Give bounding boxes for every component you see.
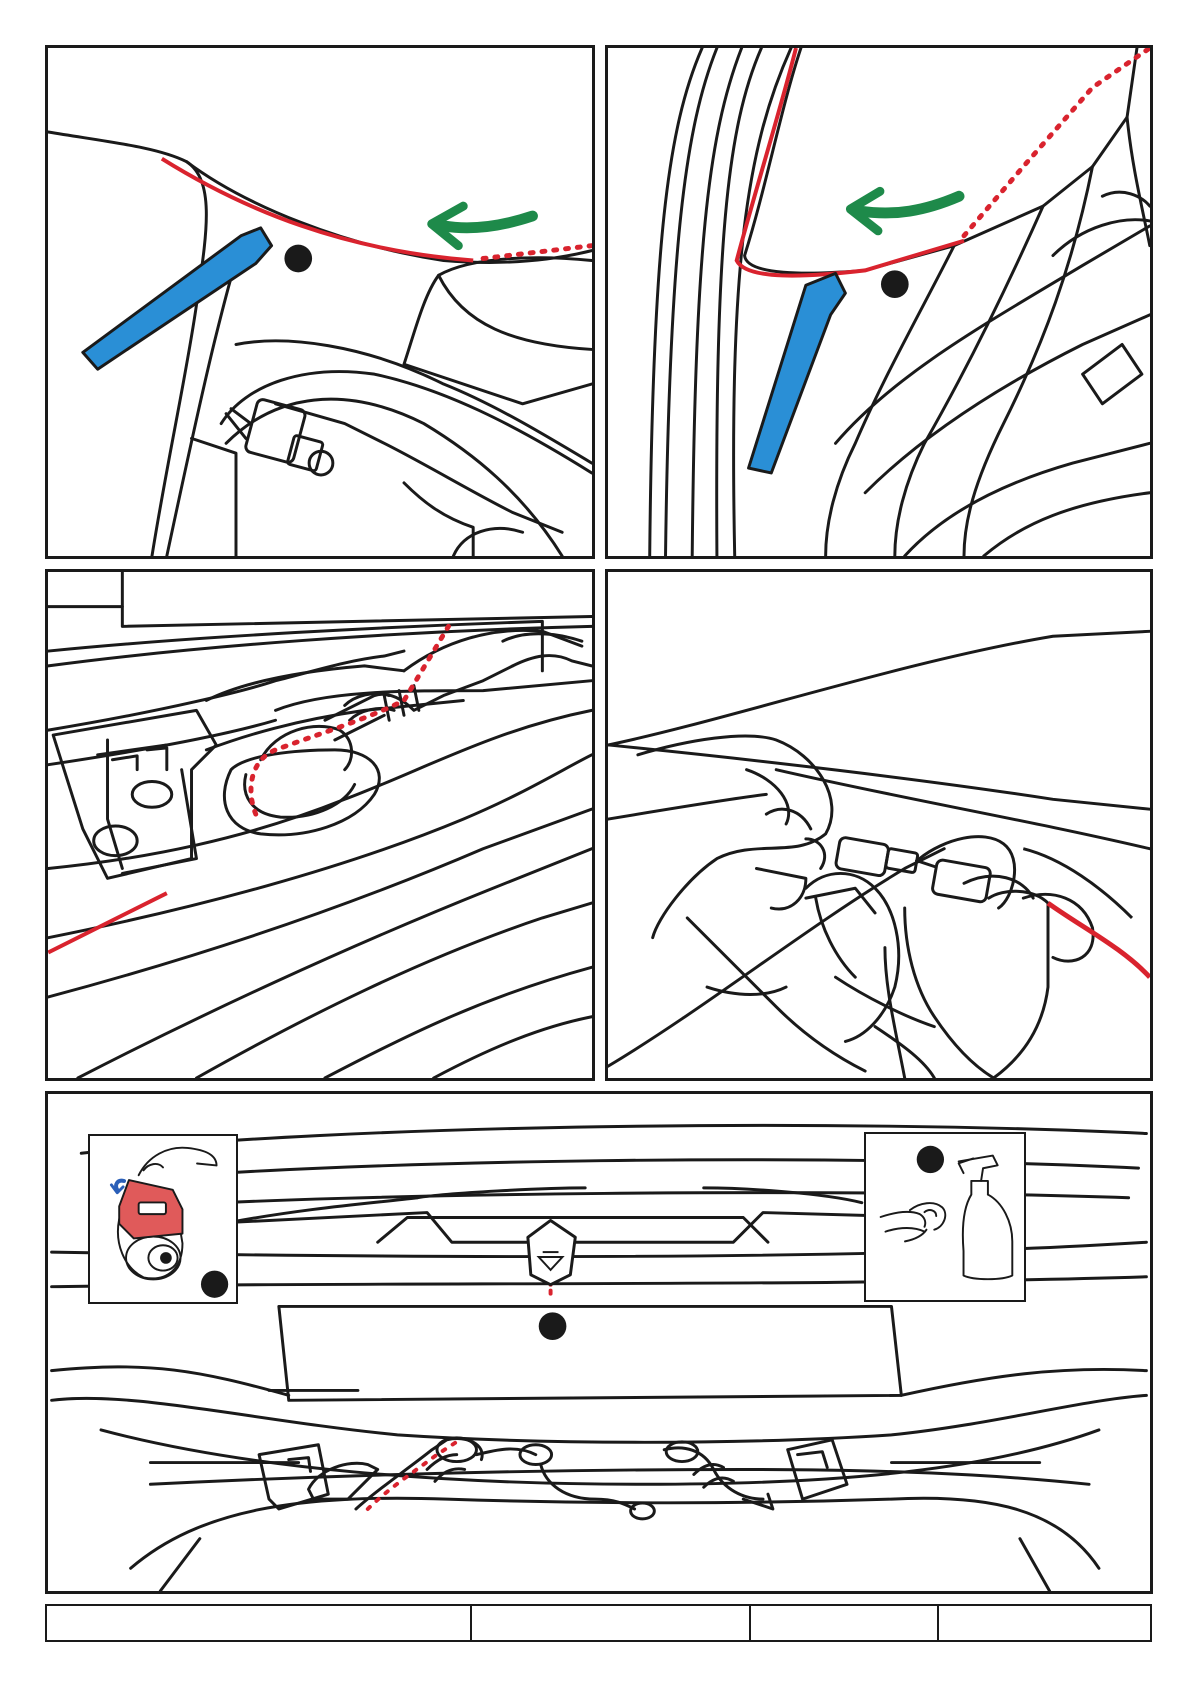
panel-pillar-trim: [605, 45, 1153, 559]
cleaning-spray-inset: [864, 1132, 1026, 1302]
footer-cell: [472, 1606, 751, 1640]
step-marker-dot: [201, 1271, 228, 1298]
panel-mount-camera: [45, 1091, 1153, 1594]
camera-tape-inset: [88, 1134, 238, 1304]
hinge-grommet-illustration: [48, 572, 592, 1078]
connect-plug-illustration: [608, 572, 1150, 1078]
step-marker-dot: [284, 245, 312, 273]
footer-cell: [751, 1606, 938, 1640]
cleaning-spray-drawing: [866, 1134, 1024, 1300]
panel-connect-plug: [605, 569, 1153, 1081]
connector-icon: [835, 837, 889, 877]
panel-hinge-grommet: [45, 569, 595, 1081]
pry-tool-icon: [83, 228, 272, 369]
pillar-trim-illustration: [608, 48, 1150, 556]
step-marker-dot: [881, 270, 909, 298]
panel-remove-trim: [45, 45, 595, 559]
camera-tape-drawing: [90, 1136, 236, 1302]
step-marker-dot: [539, 1312, 567, 1340]
trim-removal-illustration: [48, 48, 592, 556]
footer-cell: [47, 1606, 472, 1640]
pry-tool-icon: [749, 273, 846, 473]
footer-info-table: [45, 1604, 1152, 1642]
step-marker-dot: [917, 1146, 944, 1173]
footer-cell: [939, 1606, 1150, 1640]
green-arrow-icon: [444, 216, 533, 228]
